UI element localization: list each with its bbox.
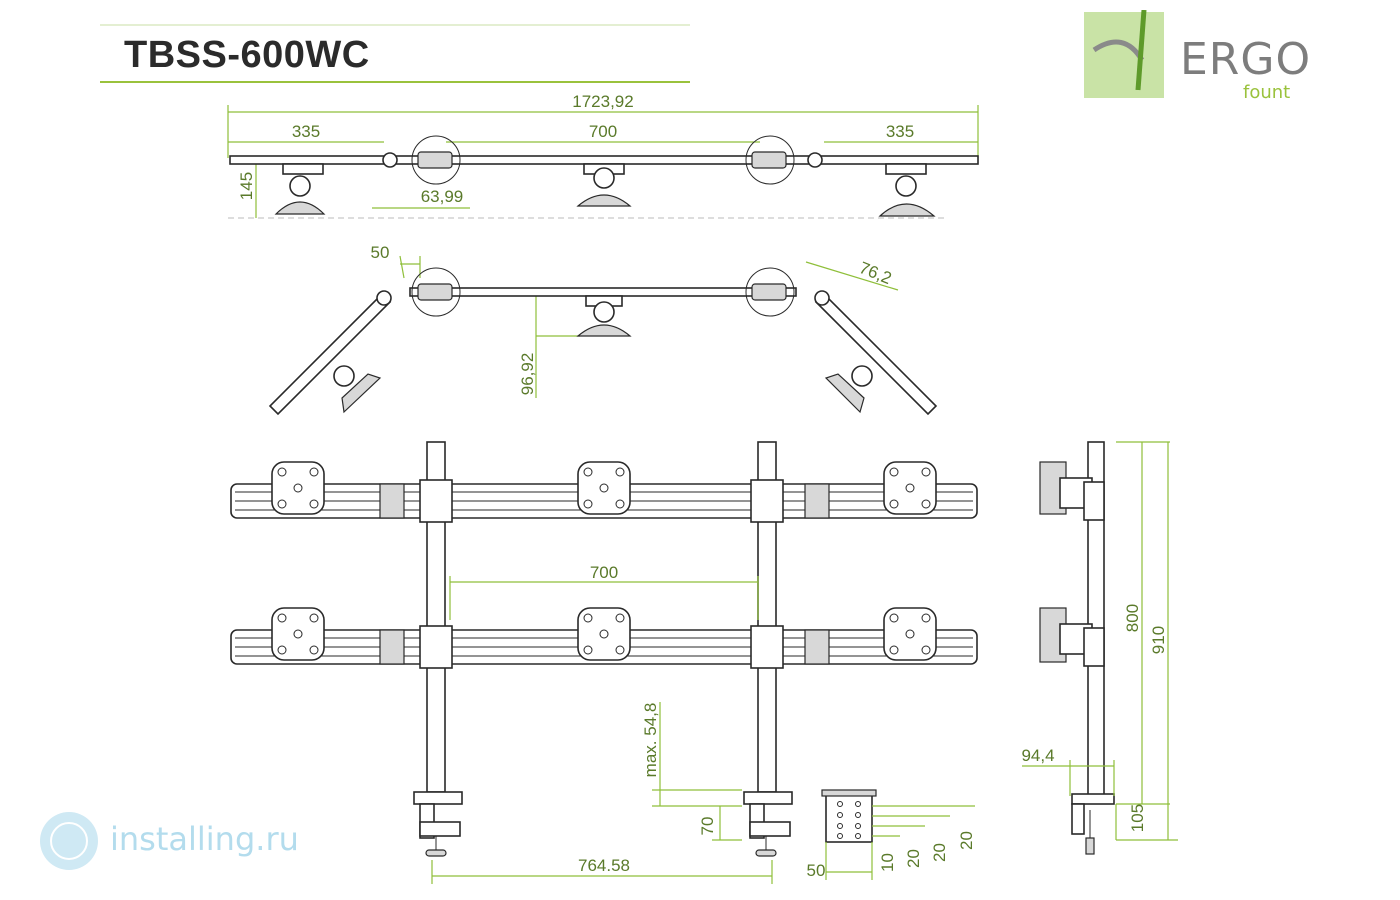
front-view: 700 764.58 max. 54,8 70 bbox=[230, 441, 978, 884]
watermark-globe-icon bbox=[40, 812, 98, 870]
dim-overall-label: 1723,92 bbox=[572, 92, 633, 111]
dim-clamp-height-label: 70 bbox=[698, 817, 717, 836]
dim-angled-depth-label: 96,92 bbox=[518, 353, 537, 396]
clamp-width-label: 50 bbox=[807, 861, 826, 880]
side-view: 800 910 105 94,4 bbox=[1021, 441, 1178, 855]
dim-left-wing-label: 335 bbox=[292, 122, 320, 141]
angled-wing-left bbox=[268, 294, 392, 416]
top-vesa-head-center bbox=[576, 163, 632, 207]
dim-arm-label: 94,4 bbox=[1021, 746, 1054, 765]
clamp-h4-label: 20 bbox=[957, 831, 976, 850]
angled-view: 50 76,2 96,92 bbox=[268, 243, 938, 416]
top-vesa-head-right bbox=[878, 163, 936, 217]
desk-clamp-left bbox=[413, 791, 463, 857]
dim-center-label: 700 bbox=[589, 122, 617, 141]
logo-brand: ERGO bbox=[1180, 34, 1312, 85]
clamp-detail-body bbox=[825, 791, 873, 843]
angled-wing-right bbox=[814, 294, 938, 416]
dim-inner-height-label: 800 bbox=[1123, 604, 1142, 632]
ergo-logo-mark bbox=[1084, 10, 1164, 98]
dim-right-wing-label: 335 bbox=[886, 122, 914, 141]
dim-depth-label: 145 bbox=[237, 172, 256, 200]
dim-offset-label: 63,99 bbox=[421, 187, 464, 206]
angled-vesa-right bbox=[824, 365, 873, 414]
clamp-h3-label: 20 bbox=[930, 843, 949, 862]
angled-vesa-center bbox=[576, 295, 632, 337]
dim-joint-label: 50 bbox=[371, 243, 390, 262]
dim-base-spacing-label: 764.58 bbox=[578, 856, 630, 875]
desk-clamp-right bbox=[743, 791, 793, 857]
clamp-h2-label: 20 bbox=[904, 849, 923, 868]
vesa-plate-upper-left bbox=[271, 461, 325, 515]
dim-base-height-label: 105 bbox=[1128, 804, 1147, 832]
top-hub-right bbox=[745, 135, 795, 185]
top-view: 1723,92 335 700 335 145 63,99 bbox=[227, 92, 979, 219]
vesa-plate-lower-center bbox=[577, 607, 631, 661]
logo-sub: fount bbox=[1243, 82, 1291, 103]
dim-pole-spacing-label: 700 bbox=[590, 563, 618, 582]
model-title: TBSS-600WC bbox=[124, 34, 370, 76]
watermark-text: installing.ru bbox=[110, 820, 299, 858]
dim-max-thickness-label: max. 54,8 bbox=[641, 703, 660, 778]
angled-crossbar bbox=[409, 287, 797, 297]
side-clamp-top bbox=[1071, 793, 1115, 805]
top-crossbar bbox=[229, 155, 979, 165]
vesa-plate-upper-center bbox=[577, 461, 631, 515]
top-hub-left bbox=[411, 135, 461, 185]
clamp-h1-label: 10 bbox=[878, 853, 897, 872]
vesa-plate-lower-left bbox=[271, 607, 325, 661]
vesa-plate-upper-right bbox=[883, 461, 937, 515]
dim-total-height-label: 910 bbox=[1149, 626, 1168, 654]
angled-vesa-left bbox=[333, 365, 382, 414]
clamp-detail: 50 10 20 20 20 bbox=[807, 789, 976, 880]
vesa-plate-lower-right bbox=[883, 607, 937, 661]
top-vesa-head-left bbox=[274, 163, 326, 215]
